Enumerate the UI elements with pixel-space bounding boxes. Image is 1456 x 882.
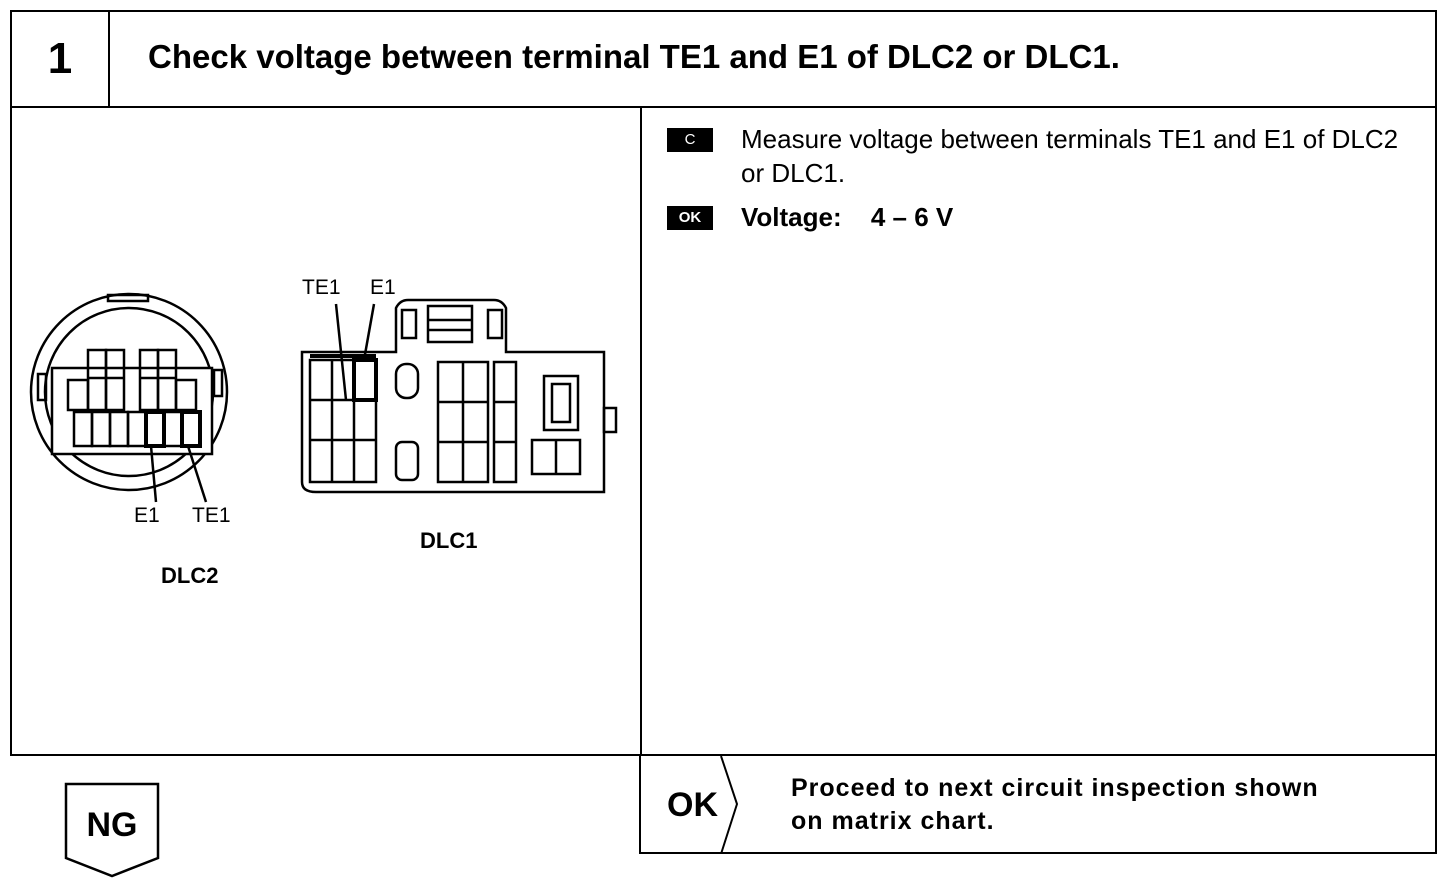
check-row: C Measure voltage between terminals TE1 … — [667, 122, 1427, 190]
dlc2-connector — [29, 292, 229, 503]
ng-badge — [64, 782, 160, 878]
ok-arrow-divider — [720, 756, 739, 854]
ok-row: OK Voltage: 4 – 6 V — [667, 200, 1427, 234]
ok-result-label: OK — [667, 786, 718, 824]
ok-result-box: OK Proceed to next circuit inspection sh… — [639, 754, 1437, 854]
step-number: 1 — [12, 12, 110, 106]
ng-label: NG — [86, 806, 138, 844]
instructions: C Measure voltage between terminals TE1 … — [667, 122, 1427, 234]
connector-diagram: E1 TE1 DLC2 — [29, 276, 618, 588]
check-tag: C — [667, 128, 713, 152]
panel-divider — [640, 108, 642, 754]
ok-voltage-label: Voltage: — [741, 202, 842, 232]
dlc2-name: DLC2 — [161, 563, 218, 588]
dlc1-te1-label: TE1 — [302, 276, 341, 299]
ok-tag: OK — [667, 206, 713, 230]
content-panel: E1 TE1 DLC2 — [10, 106, 1437, 756]
step-header: 1 Check voltage between terminal TE1 and… — [10, 10, 1437, 108]
ok-result-text: Proceed to next circuit inspection shown… — [791, 772, 1319, 838]
ok-voltage-value: 4 – 6 V — [870, 202, 954, 232]
check-text: Measure voltage between terminals TE1 an… — [741, 124, 1399, 188]
step-title: Check voltage between terminal TE1 and E… — [148, 38, 1120, 75]
dlc1-e1-label: E1 — [370, 276, 396, 299]
dlc1-connector — [300, 298, 618, 494]
dlc2-e1-label: E1 — [134, 504, 160, 527]
ok-result-line1: Proceed to next circuit inspection shown — [791, 774, 1319, 802]
dlc1-name: DLC1 — [420, 528, 477, 553]
ok-result-line2: on matrix chart. — [791, 807, 995, 835]
dlc2-te1-label: TE1 — [192, 504, 231, 527]
